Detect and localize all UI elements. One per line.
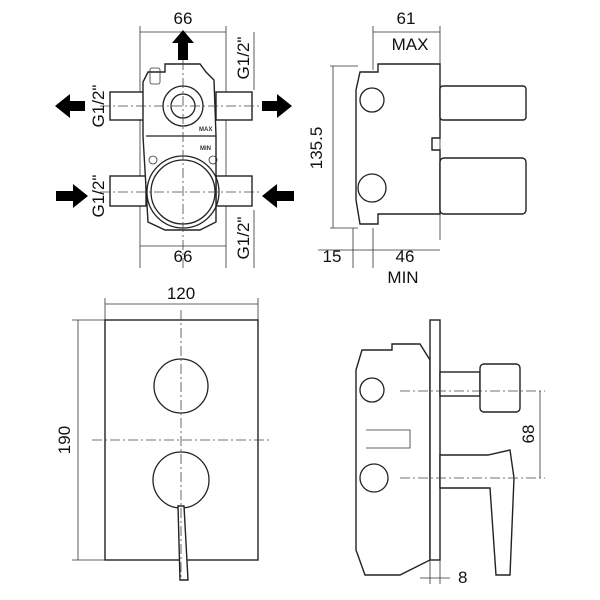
assembled-plate	[429, 319, 441, 561]
arrow-right-in-icon	[56, 184, 88, 208]
plate-view: 120 190	[55, 284, 270, 581]
dimension-height: 135.5	[307, 127, 326, 170]
dimension-plate-width: 120	[167, 284, 195, 303]
dimension-depth-min: 46	[396, 247, 415, 266]
spindle	[439, 371, 481, 397]
pipe-right-lower	[215, 175, 253, 207]
arrow-right-icon	[262, 94, 292, 118]
side-body	[355, 63, 441, 225]
diverter-knob-side	[479, 363, 521, 413]
side-pipe-lower	[439, 157, 527, 215]
assembled-side-view: 68 8	[355, 319, 545, 587]
body-mark-min: MIN	[200, 146, 211, 152]
side-view: 61 MAX 135.5 15 46 MIN	[307, 9, 527, 287]
dimension-depth-max: 61	[397, 9, 416, 28]
arrow-left-icon	[55, 94, 85, 118]
front-view: 66 66 MAX MIN G1/2" G1/2" G1/2" G1/2"	[55, 9, 294, 268]
min-label: MIN	[387, 268, 418, 287]
pipe-left-lower	[109, 175, 147, 207]
lever-handle	[177, 505, 189, 581]
side-pipe-upper	[439, 85, 527, 121]
dimension-axis-distance: 68	[519, 425, 538, 444]
thread-right-lower: G1/2"	[234, 217, 253, 260]
dimension-plate-thickness: 8	[458, 568, 467, 587]
thread-left-lower: G1/2"	[89, 175, 108, 218]
max-label: MAX	[392, 35, 429, 54]
dimension-plate-height: 190	[55, 426, 74, 454]
arrow-up-icon	[172, 30, 194, 60]
lever-side	[439, 449, 515, 576]
dimension-width-top: 66	[174, 9, 193, 28]
thread-right-upper: G1/2"	[234, 37, 253, 80]
body-mark-max: MAX	[199, 127, 212, 133]
dimension-width-bottom: 66	[174, 247, 193, 266]
thread-left-upper: G1/2"	[89, 85, 108, 128]
dimension-offset: 15	[323, 247, 342, 266]
arrow-left-in-icon	[262, 184, 294, 208]
